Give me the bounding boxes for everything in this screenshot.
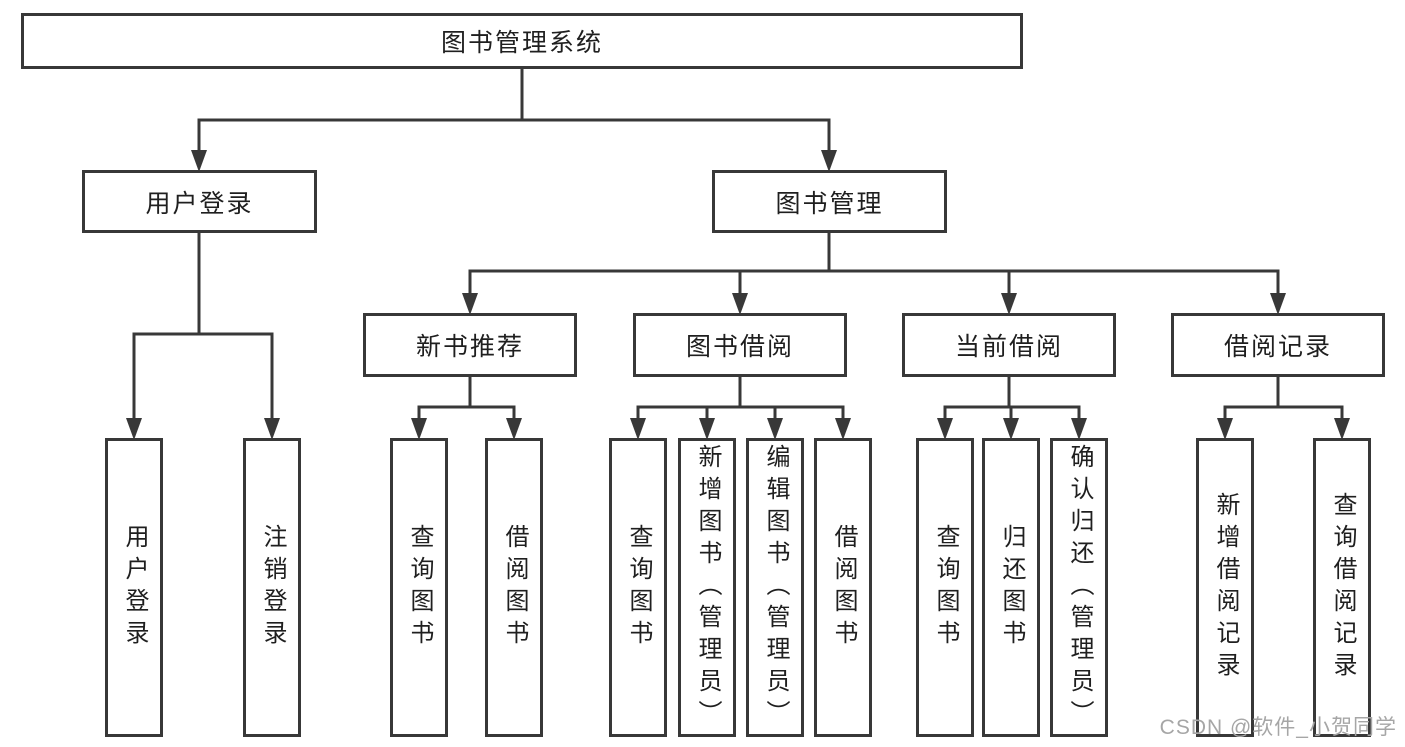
node-user-login: 用户登录 (82, 170, 317, 233)
leaf-edit-books-admin: 编辑图书（管理员） (746, 438, 804, 737)
leaf-query-books-borrow: 查询图书 (609, 438, 667, 737)
leaf-user-login: 用户登录 (105, 438, 163, 737)
leaf-add-borrow-record: 新增借阅记录 (1196, 438, 1254, 737)
leaf-confirm-return-admin: 确认归还（管理员） (1050, 438, 1108, 737)
leaf-label: 新增借阅记录 (1212, 491, 1239, 684)
leaf-label: 查询图书 (932, 523, 959, 652)
leaf-borrow-books: 借阅图书 (814, 438, 872, 737)
leaf-label: 查询借阅记录 (1329, 491, 1356, 684)
csdn-watermark: CSDN @软件_小贺同学 (1159, 716, 1397, 739)
node-book-borrow: 图书借阅 (633, 313, 847, 377)
leaf-query-books-recommend: 查询图书 (390, 438, 448, 737)
leaf-query-borrow-record: 查询借阅记录 (1313, 438, 1371, 737)
node-borrow-records: 借阅记录 (1171, 313, 1385, 377)
leaf-borrow-books-recommend: 借阅图书 (485, 438, 543, 737)
leaf-label: 新增图书（管理员） (694, 443, 721, 732)
node-book-management: 图书管理 (712, 170, 947, 233)
leaf-label: 归还图书 (998, 523, 1025, 652)
leaf-label: 用户登录 (121, 523, 148, 652)
leaf-add-books-admin: 新增图书（管理员） (678, 438, 736, 737)
node-new-book-recommend: 新书推荐 (363, 313, 577, 377)
leaf-label: 编辑图书（管理员） (762, 443, 789, 732)
leaf-label: 注销登录 (259, 523, 286, 652)
leaf-label: 查询图书 (625, 523, 652, 652)
leaf-label: 确认归还（管理员） (1066, 443, 1093, 732)
node-system-root: 图书管理系统 (21, 13, 1023, 69)
leaf-return-books: 归还图书 (982, 438, 1040, 737)
leaf-label: 查询图书 (406, 523, 433, 652)
leaf-logout: 注销登录 (243, 438, 301, 737)
node-current-borrow: 当前借阅 (902, 313, 1116, 377)
leaf-query-books-current: 查询图书 (916, 438, 974, 737)
leaf-label: 借阅图书 (501, 523, 528, 652)
leaf-label: 借阅图书 (830, 523, 857, 652)
